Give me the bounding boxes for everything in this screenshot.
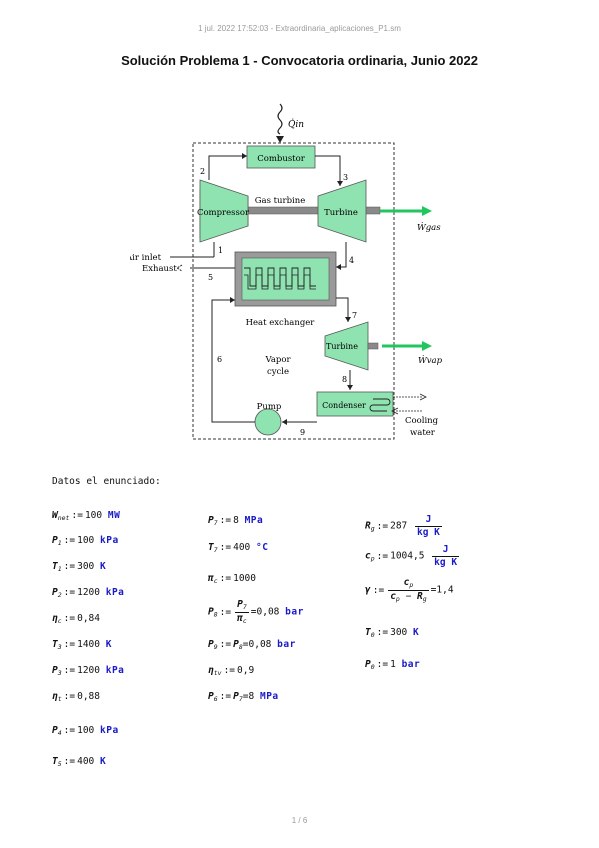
eq-eta-tv: ηtv:=0,9: [208, 665, 255, 677]
state-2-label: 2: [200, 167, 205, 176]
air-inlet-label: Air inlet: [130, 253, 162, 263]
eq-t3: T3:=1400 K: [52, 639, 112, 651]
pump-label: Pump: [257, 402, 282, 412]
eq-eta-t: ηt:=0,88: [52, 691, 100, 703]
exhaust-label: Exhaust: [142, 264, 177, 274]
turbine-vap-label: Turbine: [326, 342, 358, 351]
heat-exchanger-label: Heat exchanger: [246, 318, 316, 328]
cooling-label: Cooling: [405, 416, 439, 426]
eq-p3: P3:=1200 kPa: [52, 665, 125, 677]
condenser-box: [316, 391, 394, 417]
vapor-cycle-label-2: cycle: [267, 367, 289, 377]
eq-t1: T1:=300 K: [52, 561, 107, 573]
state-3-label: 3: [343, 173, 348, 182]
gas-turbine-label: Gas turbine: [255, 196, 306, 206]
page-number: 1 / 6: [291, 816, 308, 825]
compressor-label: Compressor: [197, 208, 250, 218]
w-vap-arrow: [422, 341, 432, 351]
state-6-label: 6: [217, 355, 222, 364]
condenser-label: Condenser: [322, 401, 366, 410]
heat-input-arrow: [277, 103, 283, 135]
combustor-box: [246, 145, 316, 169]
eq-p2: P2:=1200 kPa: [52, 587, 125, 599]
vapor-cycle-label: Vapor: [264, 355, 291, 365]
eq-pi-c: πc:=1000: [208, 573, 256, 585]
control-volume-boundary: [192, 142, 395, 440]
eq-t7: T7:=400 °C: [208, 542, 269, 554]
eq-p4: P4:=100 kPa: [52, 725, 119, 737]
eq-p1: P1:=100 kPa: [52, 535, 119, 547]
eq-p7: P7:=8 MPa: [208, 515, 264, 527]
eq-p9: P9:=P8=0,08 bar: [208, 639, 296, 651]
state-8-label: 8: [342, 375, 347, 384]
water-label: water: [410, 428, 436, 438]
state-1-label: 1: [218, 246, 223, 255]
pump-circle: [254, 408, 282, 436]
turbine-gas-label: Turbine: [324, 208, 358, 218]
vapor-turbine-shape: [324, 321, 369, 371]
eq-p0: P0:=1 bar: [365, 659, 421, 671]
eq-p6: P6:=P7=8 MPa: [208, 691, 279, 703]
eq-t0: T0:=300 K: [365, 627, 420, 639]
section-label: Datos el enunciado:: [52, 476, 161, 487]
w-vap-label: Ẇvap: [418, 354, 443, 366]
eq-wnet: Wnet:=100 MW: [52, 510, 121, 522]
page-title: Solución Problema 1 - Convocatoria ordin…: [121, 53, 478, 68]
eq-t5: T5:=400 K: [52, 756, 107, 768]
state-5-label: 5: [208, 273, 213, 282]
eq-eta-c: ηc:=0,84: [52, 613, 100, 625]
w-gas-label: Ẇgas: [417, 221, 441, 233]
q-in-label: Q̇in: [288, 118, 304, 130]
combustor-label: Combustor: [257, 154, 305, 164]
document-timestamp: 1 jul. 2022 17:52:03 - Extraordinaria_ap…: [198, 24, 401, 33]
gas-turbine-shape: [317, 179, 367, 243]
state-9-label: 9: [300, 428, 305, 437]
w-gas-arrow: [422, 206, 432, 216]
combined-cycle-diagram: Q̇in Combustor Gas turbine Compressor Tu…: [125, 100, 470, 460]
state-7-label: 7: [352, 311, 357, 320]
state-4-label: 4: [349, 256, 354, 265]
